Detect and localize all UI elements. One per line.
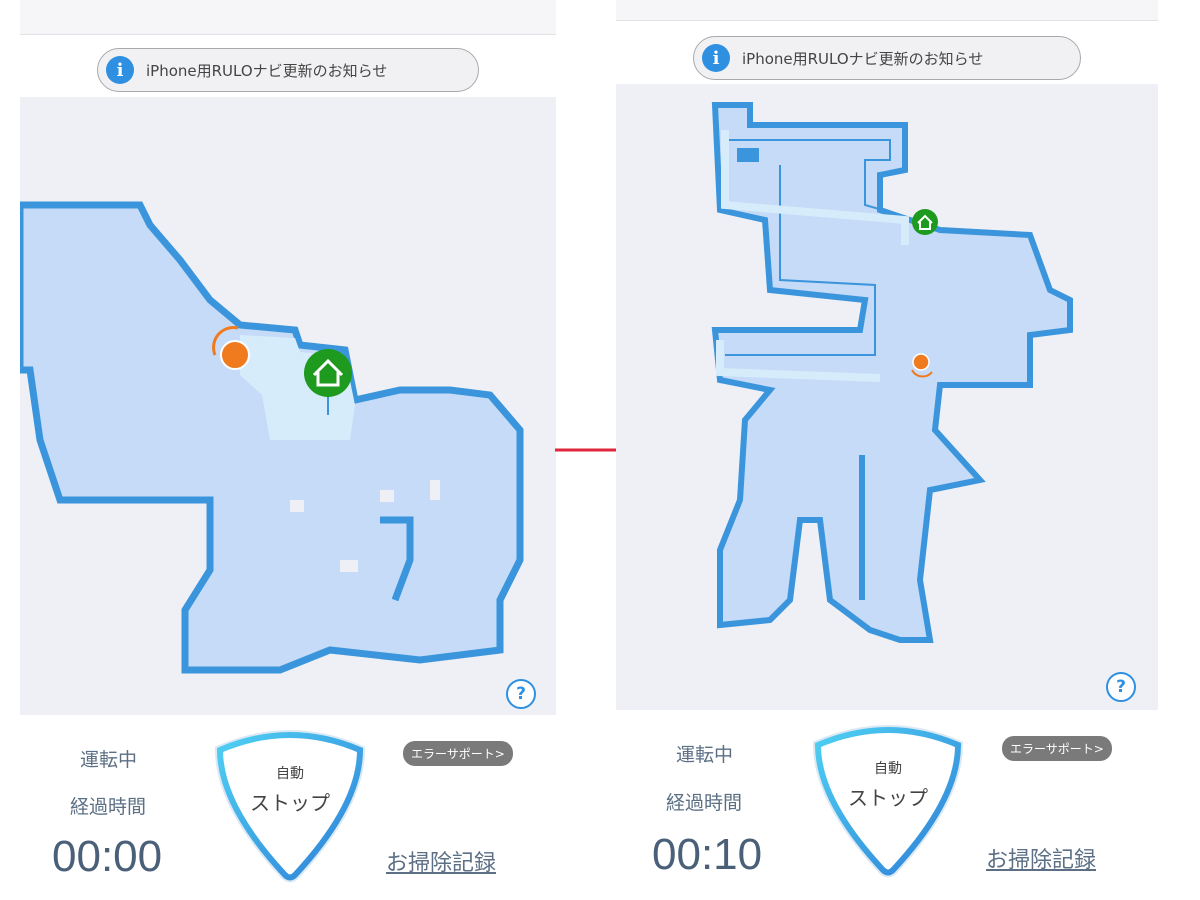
- cleaning-history-link[interactable]: お掃除記録: [986, 848, 1097, 873]
- cleaning-map: ?: [20, 97, 556, 715]
- help-button[interactable]: ?: [1106, 672, 1136, 702]
- robot-icon: [220, 340, 250, 370]
- update-notice-button[interactable]: i iPhone用RULOナビ更新のお知らせ: [693, 36, 1081, 80]
- update-notice-button[interactable]: i iPhone用RULOナビ更新のお知らせ: [97, 48, 479, 92]
- status-label: 運転中: [676, 744, 734, 766]
- stop-label: ストップ: [848, 786, 928, 810]
- robot-heading-arc: [911, 369, 933, 378]
- elapsed-label: 経過時間: [70, 796, 147, 818]
- cleaning-map: ?: [616, 84, 1158, 710]
- mode-label: 自動: [874, 761, 902, 777]
- notice-text: iPhone用RULOナビ更新のお知らせ: [146, 61, 388, 80]
- notice-text: iPhone用RULOナビ更新のお知らせ: [742, 49, 984, 68]
- error-support-button[interactable]: エラーサポート>: [403, 741, 513, 766]
- stop-button[interactable]: 自動 ストップ: [808, 720, 968, 880]
- stop-button[interactable]: 自動 ストップ: [210, 725, 370, 885]
- robot-icon: [912, 353, 930, 371]
- nav-header: [20, 0, 556, 35]
- shield-button-icon: [812, 725, 964, 878]
- error-support-button[interactable]: エラーサポート>: [1002, 736, 1112, 761]
- screen-after: i iPhone用RULOナビ更新のお知らせ ? 運転中 経過時間 00:10 …: [616, 0, 1158, 900]
- elapsed-time: 00:00: [52, 832, 163, 881]
- help-button[interactable]: ?: [506, 679, 536, 709]
- nav-header: [616, 0, 1158, 21]
- elapsed-time: 00:10: [652, 830, 763, 879]
- robot-heading-arc: [212, 326, 239, 356]
- info-icon: i: [702, 44, 730, 72]
- home-base-icon: [912, 209, 938, 235]
- info-icon: i: [106, 56, 134, 84]
- cleaning-history-link[interactable]: お掃除記録: [386, 851, 497, 876]
- stop-label: ストップ: [250, 791, 330, 815]
- elapsed-label: 経過時間: [666, 792, 743, 814]
- mode-label: 自動: [276, 766, 304, 782]
- shield-button-icon: [214, 730, 366, 883]
- home-base-icon: [304, 349, 352, 397]
- screen-before: i iPhone用RULOナビ更新のお知らせ ? 運転中 経過時間 00:00 …: [20, 0, 556, 900]
- status-label: 運転中: [80, 749, 138, 771]
